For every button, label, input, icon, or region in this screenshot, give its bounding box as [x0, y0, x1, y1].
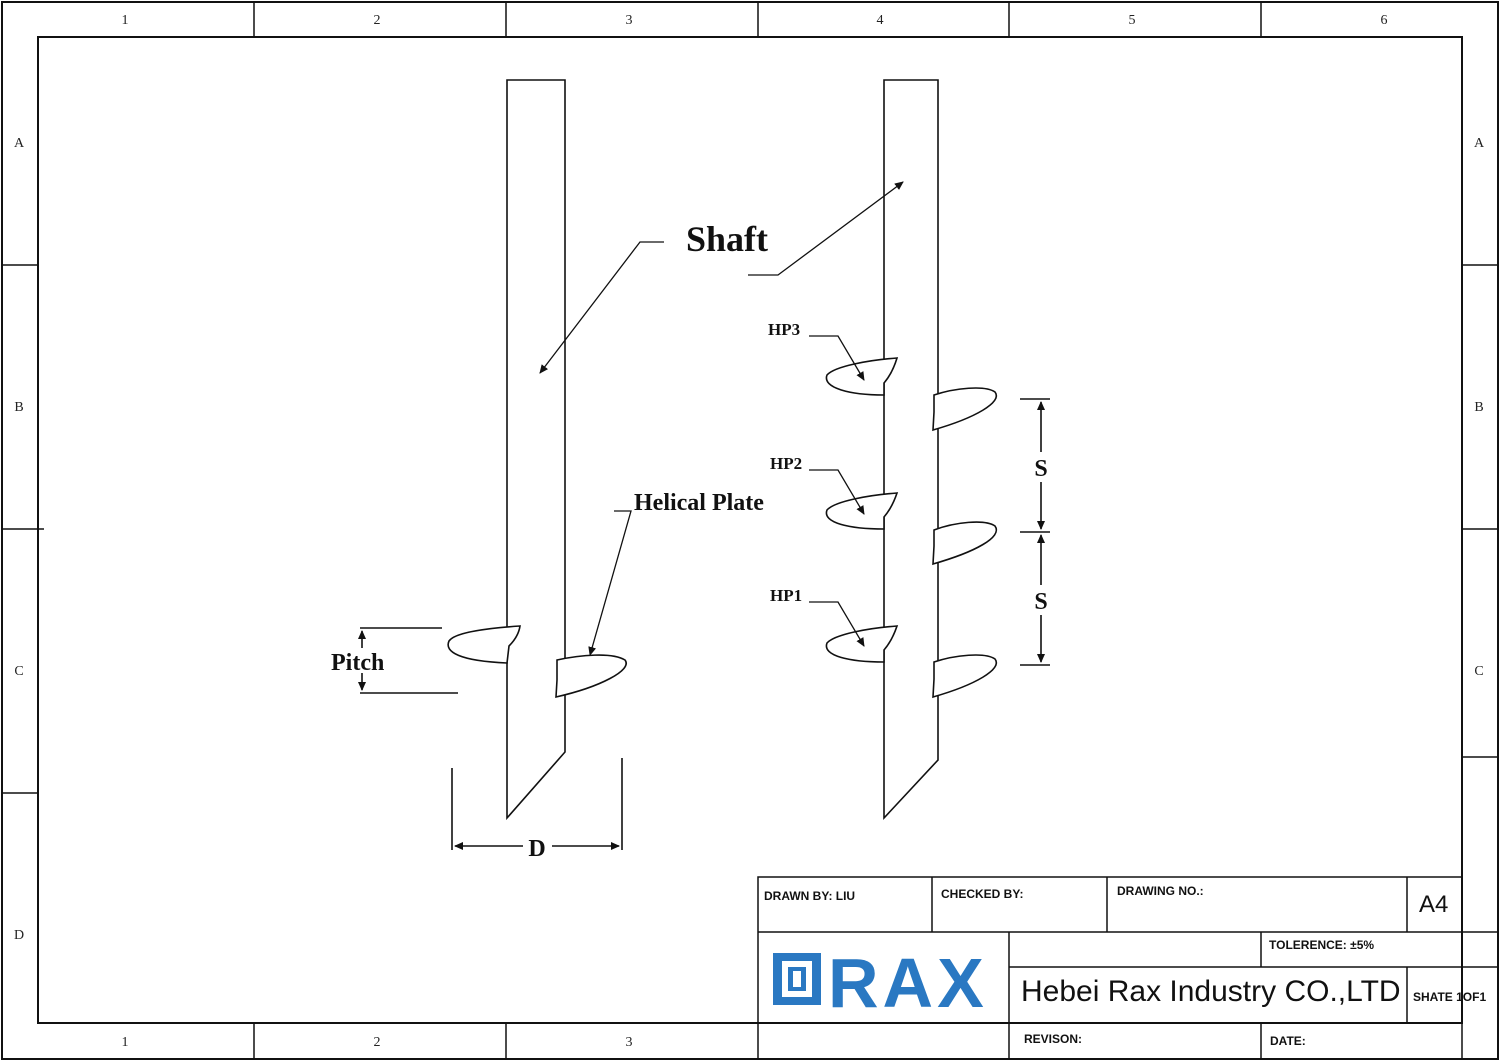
hp2-label: HP2 — [770, 454, 802, 473]
zone-left-a: A — [14, 136, 25, 151]
shaft-leader-right — [748, 181, 904, 276]
date: DATE: — [1270, 1034, 1306, 1048]
title-block-grid — [757, 876, 1498, 1059]
zone-bottom-3: 3 — [626, 1035, 633, 1050]
zone-right-b: B — [1474, 400, 1483, 415]
single-helix-pile — [360, 79, 628, 821]
hp2-leader — [809, 469, 865, 515]
zone-right-a: A — [1474, 136, 1485, 151]
shaft-leader-left — [539, 241, 664, 374]
zone-top-6: 6 — [1381, 13, 1388, 28]
inner-border — [37, 36, 1463, 1024]
hp3-leader — [809, 335, 865, 381]
zone-left-c: C — [14, 664, 23, 679]
hp2-helix-front — [932, 521, 998, 566]
hp3-label: HP3 — [768, 320, 800, 339]
zone-top-5: 5 — [1129, 13, 1136, 28]
helical-plate-label: Helical Plate — [634, 490, 764, 516]
left-helix-back — [447, 625, 521, 664]
rax-logo-text: RAX — [828, 944, 988, 1022]
zone-top-2: 2 — [374, 13, 381, 28]
tolerance: TOLERENCE: ±5% — [1269, 938, 1375, 952]
sheet-number: SHATE 1OF1 — [1413, 990, 1487, 1004]
zone-top-4: 4 — [877, 13, 884, 28]
hp1-helix-back — [825, 625, 899, 663]
diameter-label: D — [528, 836, 545, 862]
left-shaft — [506, 79, 566, 821]
pitch-label: Pitch — [331, 650, 384, 676]
hp3-helix-front — [932, 387, 998, 432]
rax-logo-icon — [773, 953, 821, 1005]
hp1-label: HP1 — [770, 586, 802, 605]
drawn-by: DRAWN BY: LIU — [764, 889, 856, 903]
right-shaft — [883, 79, 939, 821]
zone-top-3: 3 — [626, 13, 633, 28]
drawing-number: DRAWING NO.: — [1117, 884, 1204, 898]
diameter-dimension — [451, 758, 623, 850]
left-helix-front — [555, 654, 628, 699]
hp1-leader — [809, 601, 865, 647]
revision: REVISON: — [1024, 1032, 1083, 1046]
zone-top-1: 1 — [122, 13, 129, 28]
company-name: Hebei Rax Industry CO.,LTD — [1021, 975, 1401, 1008]
zone-bottom-1: 1 — [122, 1035, 129, 1050]
shaft-label: Shaft — [686, 219, 768, 259]
hp1-helix-front — [932, 654, 998, 699]
spacing-label-lower: S — [1034, 589, 1047, 615]
zone-left-d: D — [14, 928, 24, 943]
leaders — [539, 181, 904, 656]
spacing-label-upper: S — [1034, 456, 1047, 482]
paper-size: A4 — [1419, 891, 1449, 918]
checked-by: CHECKED BY: — [941, 887, 1024, 901]
zone-left-b: B — [14, 400, 23, 415]
zone-right-c: C — [1474, 664, 1483, 679]
helical-plate-leader — [588, 510, 632, 656]
multi-helix-pile — [825, 79, 1050, 821]
zone-bottom-2: 2 — [374, 1035, 381, 1050]
